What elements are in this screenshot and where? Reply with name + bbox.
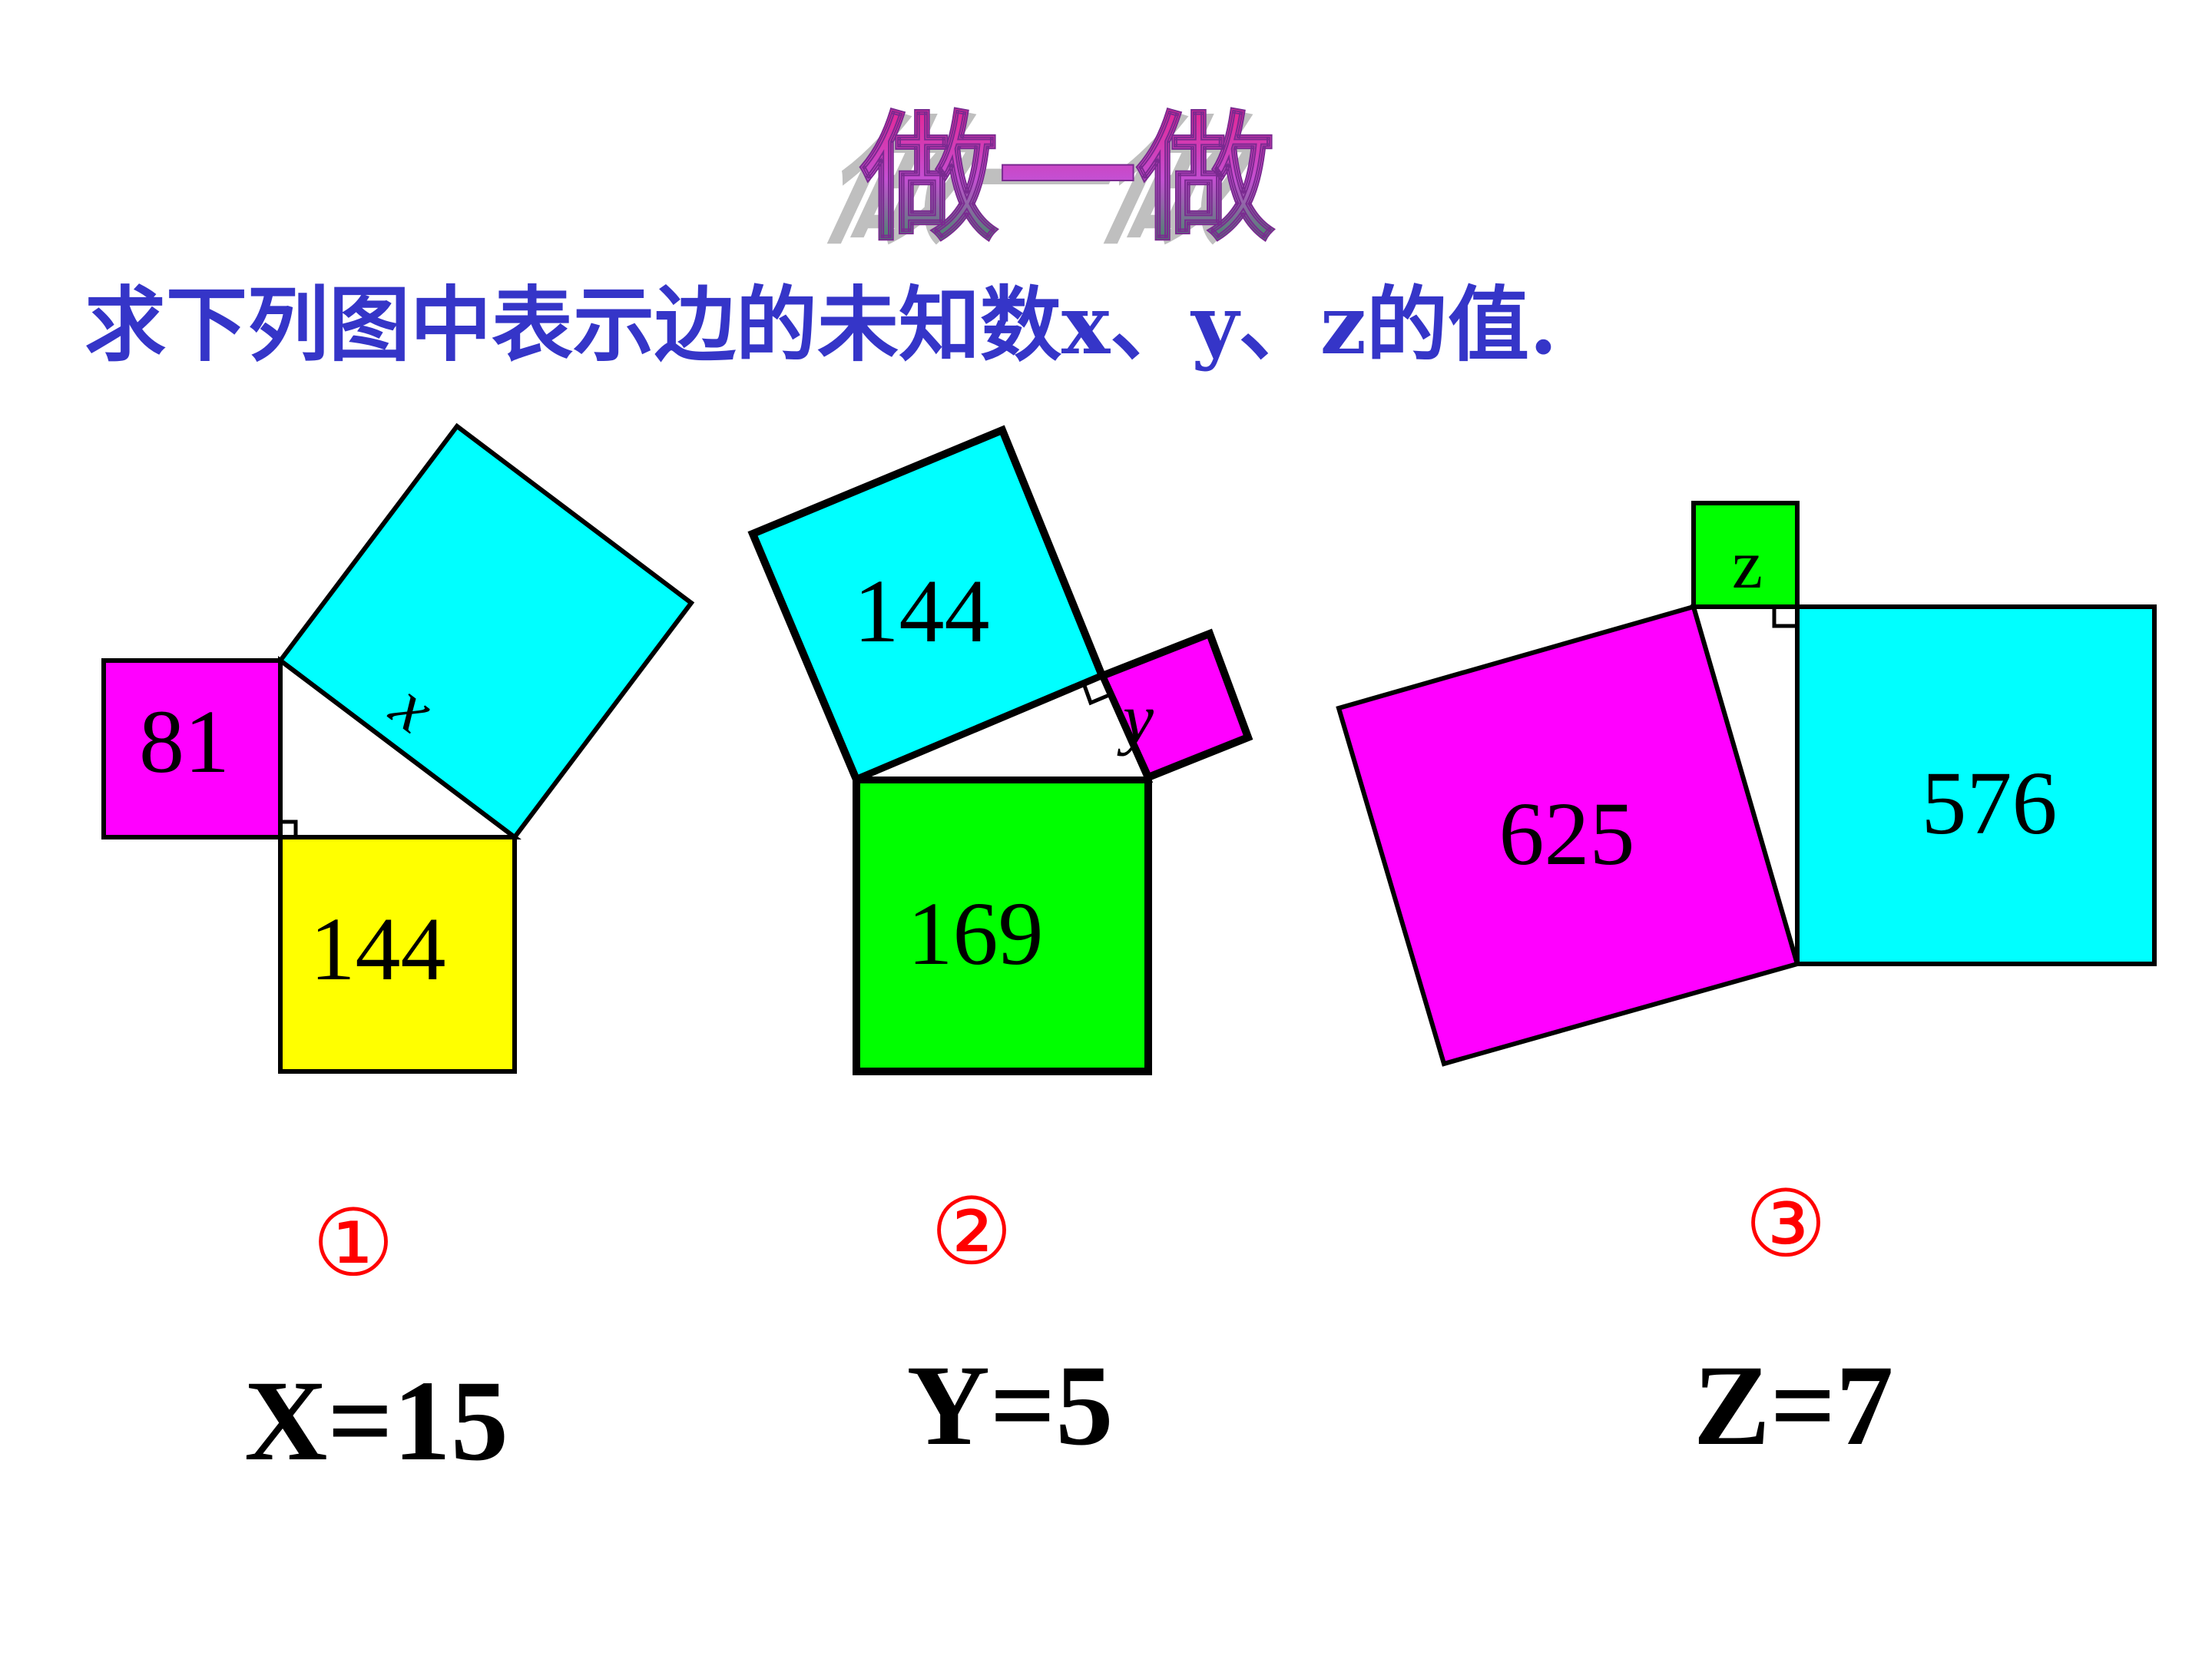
figure-3: z 625 576 ③ Z=7 <box>1336 501 2157 1469</box>
figure-3-right-angle-mark <box>1772 607 1797 628</box>
figure-2-right-angle-mark <box>1081 683 1110 706</box>
figure-1-label-144: 144 <box>310 899 446 999</box>
figure-2-label-144: 144 <box>854 561 990 661</box>
figure-3-label-576: 576 <box>1922 753 2058 853</box>
figure-1: 81 x 144 ① X=15 <box>101 422 695 1485</box>
slide-title-text: 做一做 <box>859 99 1275 260</box>
figure-3-right-triangle <box>1690 604 1800 965</box>
figure-1-right-angle-mark <box>280 820 298 837</box>
figure-2-label-169: 169 <box>908 883 1044 984</box>
question-text: 求下列图中表示边的未知数x、y、z的值. <box>84 276 1558 373</box>
figure-2-label-y: y <box>1117 680 1154 757</box>
figure-2: 144 y 169 ② Y=5 <box>747 425 1253 1469</box>
figure-2-answer: Y=5 <box>907 1342 1114 1469</box>
figure-1-number: ① <box>312 1193 395 1295</box>
figure-1-right-triangle <box>278 655 522 839</box>
slide-title: 做一做 做一做 <box>798 98 1289 263</box>
figure-2-right-triangle <box>855 671 1154 783</box>
figure-3-label-625: 625 <box>1499 783 1635 884</box>
figure-3-label-z: z <box>1732 527 1763 603</box>
figure-2-number: ② <box>930 1181 1013 1283</box>
figure-1-answer: X=15 <box>244 1357 508 1485</box>
figure-3-answer: Z=7 <box>1694 1342 1894 1469</box>
figure-3-number: ③ <box>1744 1174 1827 1276</box>
slide-title-shadow: 做一做 <box>798 102 1289 263</box>
figure-1-label-81: 81 <box>139 691 230 792</box>
